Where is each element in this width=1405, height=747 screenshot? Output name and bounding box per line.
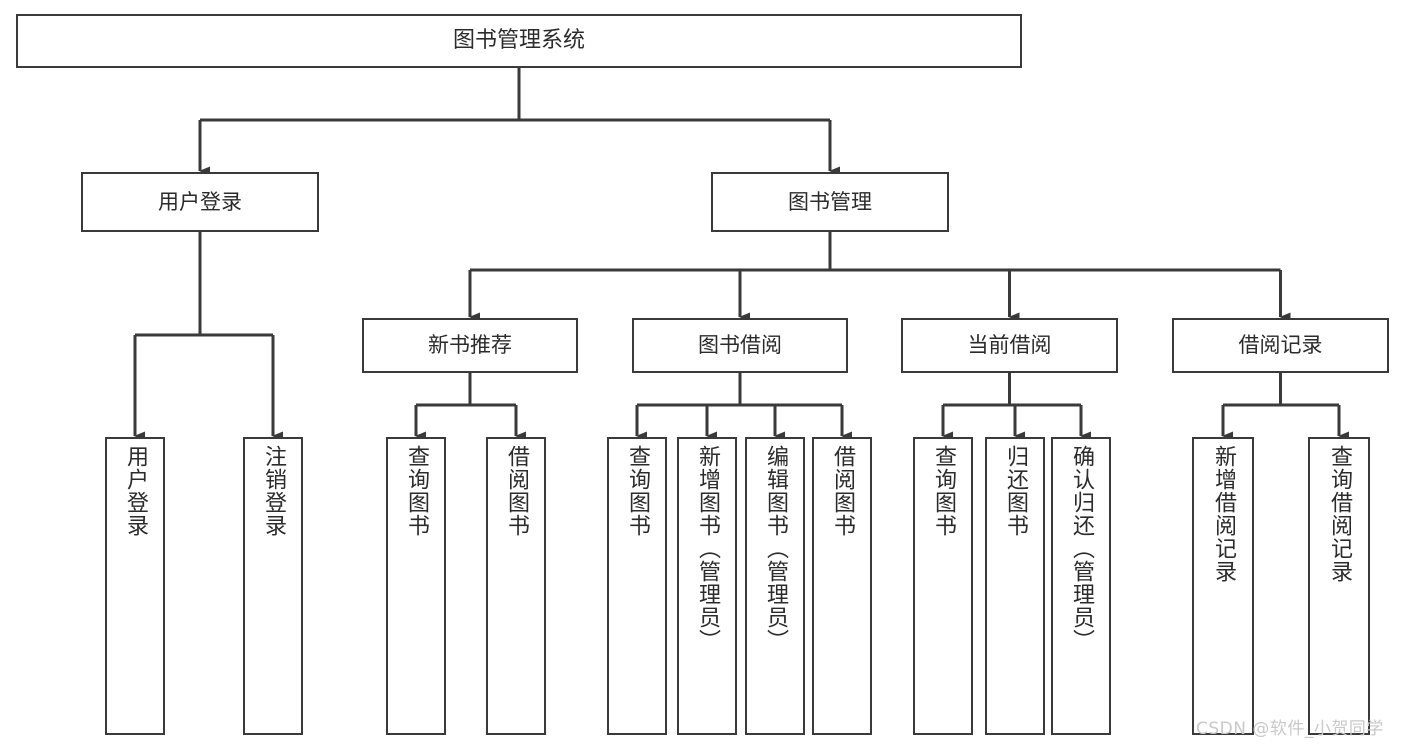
node-label-leaf-cur-confirm: 确认归还（管理员）: [1069, 445, 1094, 652]
node-leaf-borrow-lend[interactable]: 借阅图书: [812, 437, 872, 735]
node-leaf-cur-confirm[interactable]: 确认归还（管理员）: [1051, 437, 1111, 735]
node-leaf-borrow-query[interactable]: 查询图书: [607, 437, 667, 735]
node-label-leaf-rec-borrow: 借阅图书: [504, 445, 529, 537]
node-root[interactable]: 图书管理系统: [16, 14, 1022, 68]
node-leaf-cur-return[interactable]: 归还图书: [985, 437, 1045, 735]
node-leaf-cur-query[interactable]: 查询图书: [913, 437, 973, 735]
watermark-csdn: CSDN @软件_小贺同学: [1196, 719, 1384, 739]
node-label-user-login: 用户登录: [158, 189, 242, 214]
edge-group: [133, 68, 1349, 441]
node-label-leaf-user-login: 用户登录: [123, 445, 148, 537]
node-book-manage[interactable]: 图书管理: [711, 172, 949, 232]
node-label-new-book-rec: 新书推荐: [428, 333, 512, 358]
node-label-leaf-rec-search: 查询借阅记录: [1327, 445, 1352, 583]
node-leaf-rec-query[interactable]: 查询图书: [386, 437, 446, 735]
node-label-root: 图书管理系统: [452, 28, 585, 54]
node-leaf-borrow-edit[interactable]: 编辑图书（管理员）: [745, 437, 805, 735]
node-label-leaf-user-logout: 注销登录: [261, 445, 286, 537]
node-label-leaf-borrow-lend: 借阅图书: [830, 445, 855, 537]
node-borrow-record[interactable]: 借阅记录: [1172, 318, 1389, 373]
node-label-leaf-cur-query: 查询图书: [931, 445, 956, 537]
node-label-borrow-record: 借阅记录: [1238, 333, 1323, 358]
node-label-book-borrow: 图书借阅: [698, 333, 782, 358]
node-user-login[interactable]: 用户登录: [81, 172, 319, 232]
node-label-leaf-rec-add: 新增借阅记录: [1211, 445, 1236, 583]
node-label-current-borrow: 当前借阅: [967, 333, 1052, 358]
node-label-leaf-rec-query: 查询图书: [404, 445, 429, 537]
node-leaf-user-login[interactable]: 用户登录: [105, 437, 165, 735]
node-leaf-rec-search[interactable]: 查询借阅记录: [1308, 437, 1370, 735]
node-current-borrow[interactable]: 当前借阅: [901, 318, 1118, 373]
node-new-book-rec[interactable]: 新书推荐: [362, 318, 578, 373]
node-label-leaf-borrow-edit: 编辑图书（管理员）: [763, 445, 788, 652]
node-leaf-user-logout[interactable]: 注销登录: [243, 437, 303, 735]
node-leaf-rec-add[interactable]: 新增借阅记录: [1192, 437, 1254, 735]
node-book-borrow[interactable]: 图书借阅: [632, 318, 848, 373]
node-label-leaf-borrow-query: 查询图书: [625, 445, 650, 537]
node-label-leaf-borrow-add: 新增图书（管理员）: [695, 445, 720, 652]
node-leaf-rec-borrow[interactable]: 借阅图书: [486, 437, 546, 735]
node-label-leaf-cur-return: 归还图书: [1003, 445, 1028, 537]
node-label-book-manage: 图书管理: [788, 189, 872, 214]
node-leaf-borrow-add[interactable]: 新增图书（管理员）: [677, 437, 737, 735]
